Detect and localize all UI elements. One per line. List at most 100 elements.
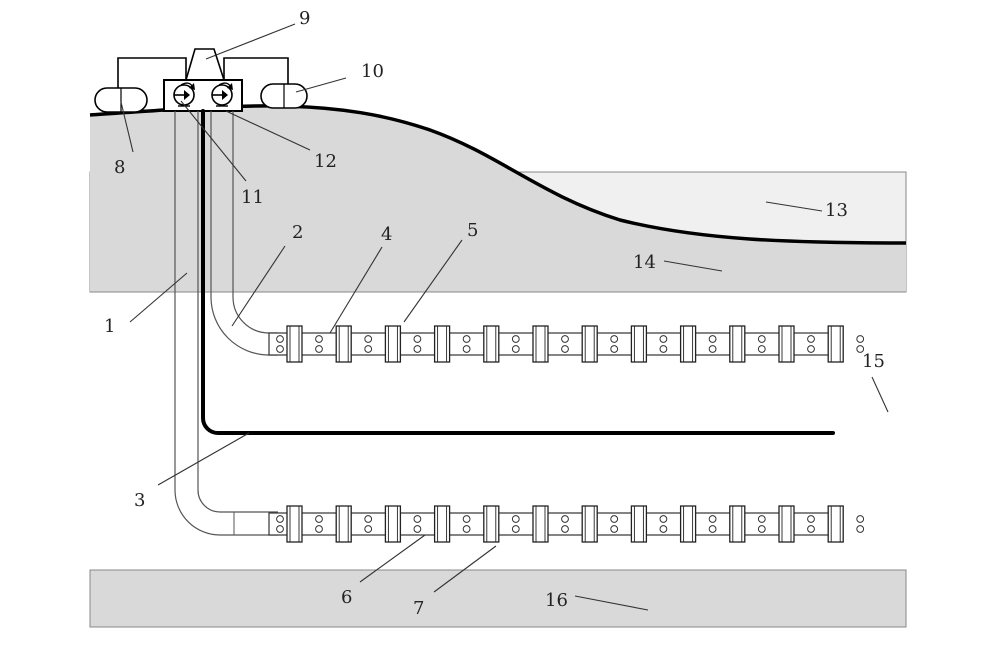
perforation-hole	[807, 345, 815, 353]
perforation-hole	[511, 345, 520, 353]
packer	[630, 505, 648, 543]
leader-9	[205, 23, 296, 60]
perforation-hole	[413, 345, 422, 353]
perforation-hole	[610, 335, 619, 343]
callout-15: 15	[862, 351, 885, 372]
callout-11: 11	[241, 187, 264, 208]
packer	[286, 325, 303, 363]
lower-lateral-components	[276, 505, 865, 543]
perforation-hole	[315, 525, 323, 533]
perforation-hole	[315, 515, 323, 523]
pump-unit-right-housing	[223, 57, 289, 94]
perforation-hole	[757, 335, 766, 343]
perforation-hole	[610, 515, 619, 523]
perforation-hole	[413, 515, 422, 523]
perforation-hole	[757, 525, 766, 533]
upper-lateral-components	[276, 325, 865, 363]
leader-lines	[120, 23, 889, 611]
leader-14	[663, 260, 723, 272]
pump-unit-left-housing	[117, 57, 187, 94]
packer	[679, 325, 697, 363]
perforation-hole	[511, 525, 520, 533]
perforation-hole	[659, 345, 668, 353]
packer	[532, 325, 549, 363]
callout-7: 7	[413, 598, 424, 619]
packer	[581, 505, 598, 543]
packer	[433, 505, 451, 543]
surface-equipment	[94, 48, 308, 113]
packer	[827, 505, 844, 543]
callout-12: 12	[314, 151, 337, 172]
callout-6: 6	[341, 587, 352, 608]
leader-1	[129, 272, 188, 323]
perforation-hole	[610, 525, 619, 533]
perforation-hole	[462, 345, 471, 353]
perforation-hole	[757, 345, 766, 353]
perforation-hole	[276, 335, 284, 343]
packer	[384, 505, 402, 543]
perforation-hole	[708, 525, 717, 533]
callout-3: 3	[134, 490, 145, 511]
leader-5	[403, 239, 463, 323]
perforation-hole	[276, 515, 284, 523]
perforation-hole	[462, 515, 471, 523]
callout-13: 13	[825, 200, 848, 221]
perforation-hole	[856, 515, 865, 523]
packer	[778, 505, 795, 543]
formation-layer-14	[90, 105, 906, 293]
well-2-outer	[210, 111, 278, 356]
leader-11	[180, 100, 247, 182]
packer	[729, 505, 746, 543]
perforation-hole	[856, 335, 865, 343]
well-1-inner	[197, 111, 278, 513]
packer	[630, 325, 648, 363]
perforation-hole	[364, 335, 373, 343]
leader-15	[871, 376, 889, 413]
perforation-hole	[364, 515, 373, 523]
perforation-hole	[462, 335, 471, 343]
leader-3	[157, 432, 250, 486]
leader-6	[359, 534, 426, 583]
leader-2	[231, 245, 286, 327]
well-1-outer	[174, 111, 278, 536]
packer	[729, 325, 746, 363]
leader-8	[120, 101, 134, 153]
pump-icon	[211, 82, 233, 107]
packer	[335, 505, 352, 543]
perforation-hole	[708, 335, 717, 343]
upper-lateral-pipe	[268, 332, 835, 356]
callout-5: 5	[467, 220, 478, 241]
packer	[384, 325, 402, 363]
perforation-hole	[561, 525, 569, 533]
leader-7	[433, 545, 497, 593]
callout-4: 4	[381, 224, 392, 245]
perforation-hole	[561, 515, 569, 523]
perforation-hole	[807, 525, 815, 533]
callout-2: 2	[292, 222, 303, 243]
perforation-hole	[511, 335, 520, 343]
callout-16: 16	[545, 590, 568, 611]
leader-13	[765, 201, 823, 212]
callout-9: 9	[299, 8, 310, 29]
perforation-hole	[856, 525, 865, 533]
leader-4	[329, 246, 383, 334]
packer	[532, 505, 549, 543]
perforation-hole	[708, 345, 717, 353]
packer	[679, 505, 697, 543]
packer	[483, 505, 500, 543]
perforation-hole	[276, 345, 284, 353]
perforation-hole	[364, 345, 373, 353]
heating-line-3	[201, 109, 835, 435]
perforation-hole	[276, 525, 284, 533]
callout-10: 10	[361, 61, 384, 82]
packer	[581, 325, 598, 363]
perforation-hole	[561, 345, 569, 353]
packer	[335, 325, 352, 363]
perforation-hole	[315, 335, 323, 343]
leader-16	[574, 595, 649, 611]
leader-10	[295, 77, 347, 93]
perforation-hole	[757, 515, 766, 523]
ground-surface-line	[89, 104, 907, 245]
perforation-hole	[856, 345, 865, 353]
